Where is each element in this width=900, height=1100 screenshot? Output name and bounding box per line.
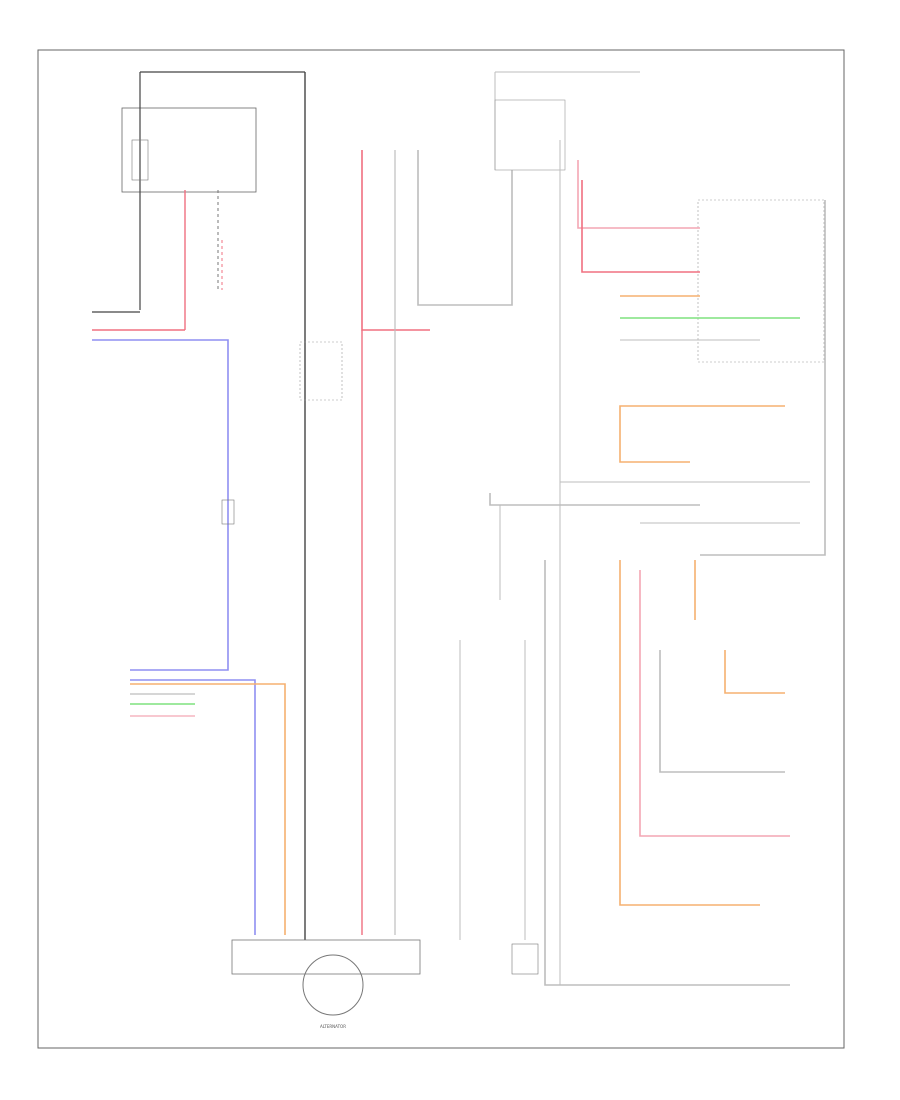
wire-gray-right-mid-4	[700, 200, 826, 556]
alternator-label: ALTERNATOR	[320, 1024, 346, 1029]
wire-gray-center-right	[417, 150, 513, 306]
fuse-small-left	[131, 139, 149, 181]
horn-box	[511, 943, 539, 975]
wire-pink-right-top	[577, 160, 700, 229]
wire-red-center	[361, 150, 430, 331]
module-box-mid	[299, 341, 343, 401]
wire-orange-lower	[130, 683, 286, 935]
alternator-symbol	[302, 954, 364, 1016]
diagram-frame	[37, 49, 845, 1049]
sensor-box-mid	[221, 499, 235, 525]
relay-box-top	[494, 99, 566, 171]
wire-gray-right-mid-2	[489, 493, 700, 506]
wire-blue-lower	[130, 679, 256, 935]
fuse-block-left	[121, 107, 257, 193]
instrument-cluster-box	[697, 199, 825, 363]
wire-gray-bottom-right	[544, 560, 790, 986]
wire-blue-main	[92, 339, 229, 671]
wire-red-right-lower	[639, 570, 790, 837]
wire-orange-loop	[619, 405, 785, 463]
alternator-connector	[231, 939, 421, 975]
wire-orange-right-bottom	[619, 560, 760, 906]
wire-gray-right-lower-2	[659, 650, 785, 773]
wire-red-right	[581, 180, 700, 273]
wire-orange-right-lower-2	[724, 650, 785, 694]
